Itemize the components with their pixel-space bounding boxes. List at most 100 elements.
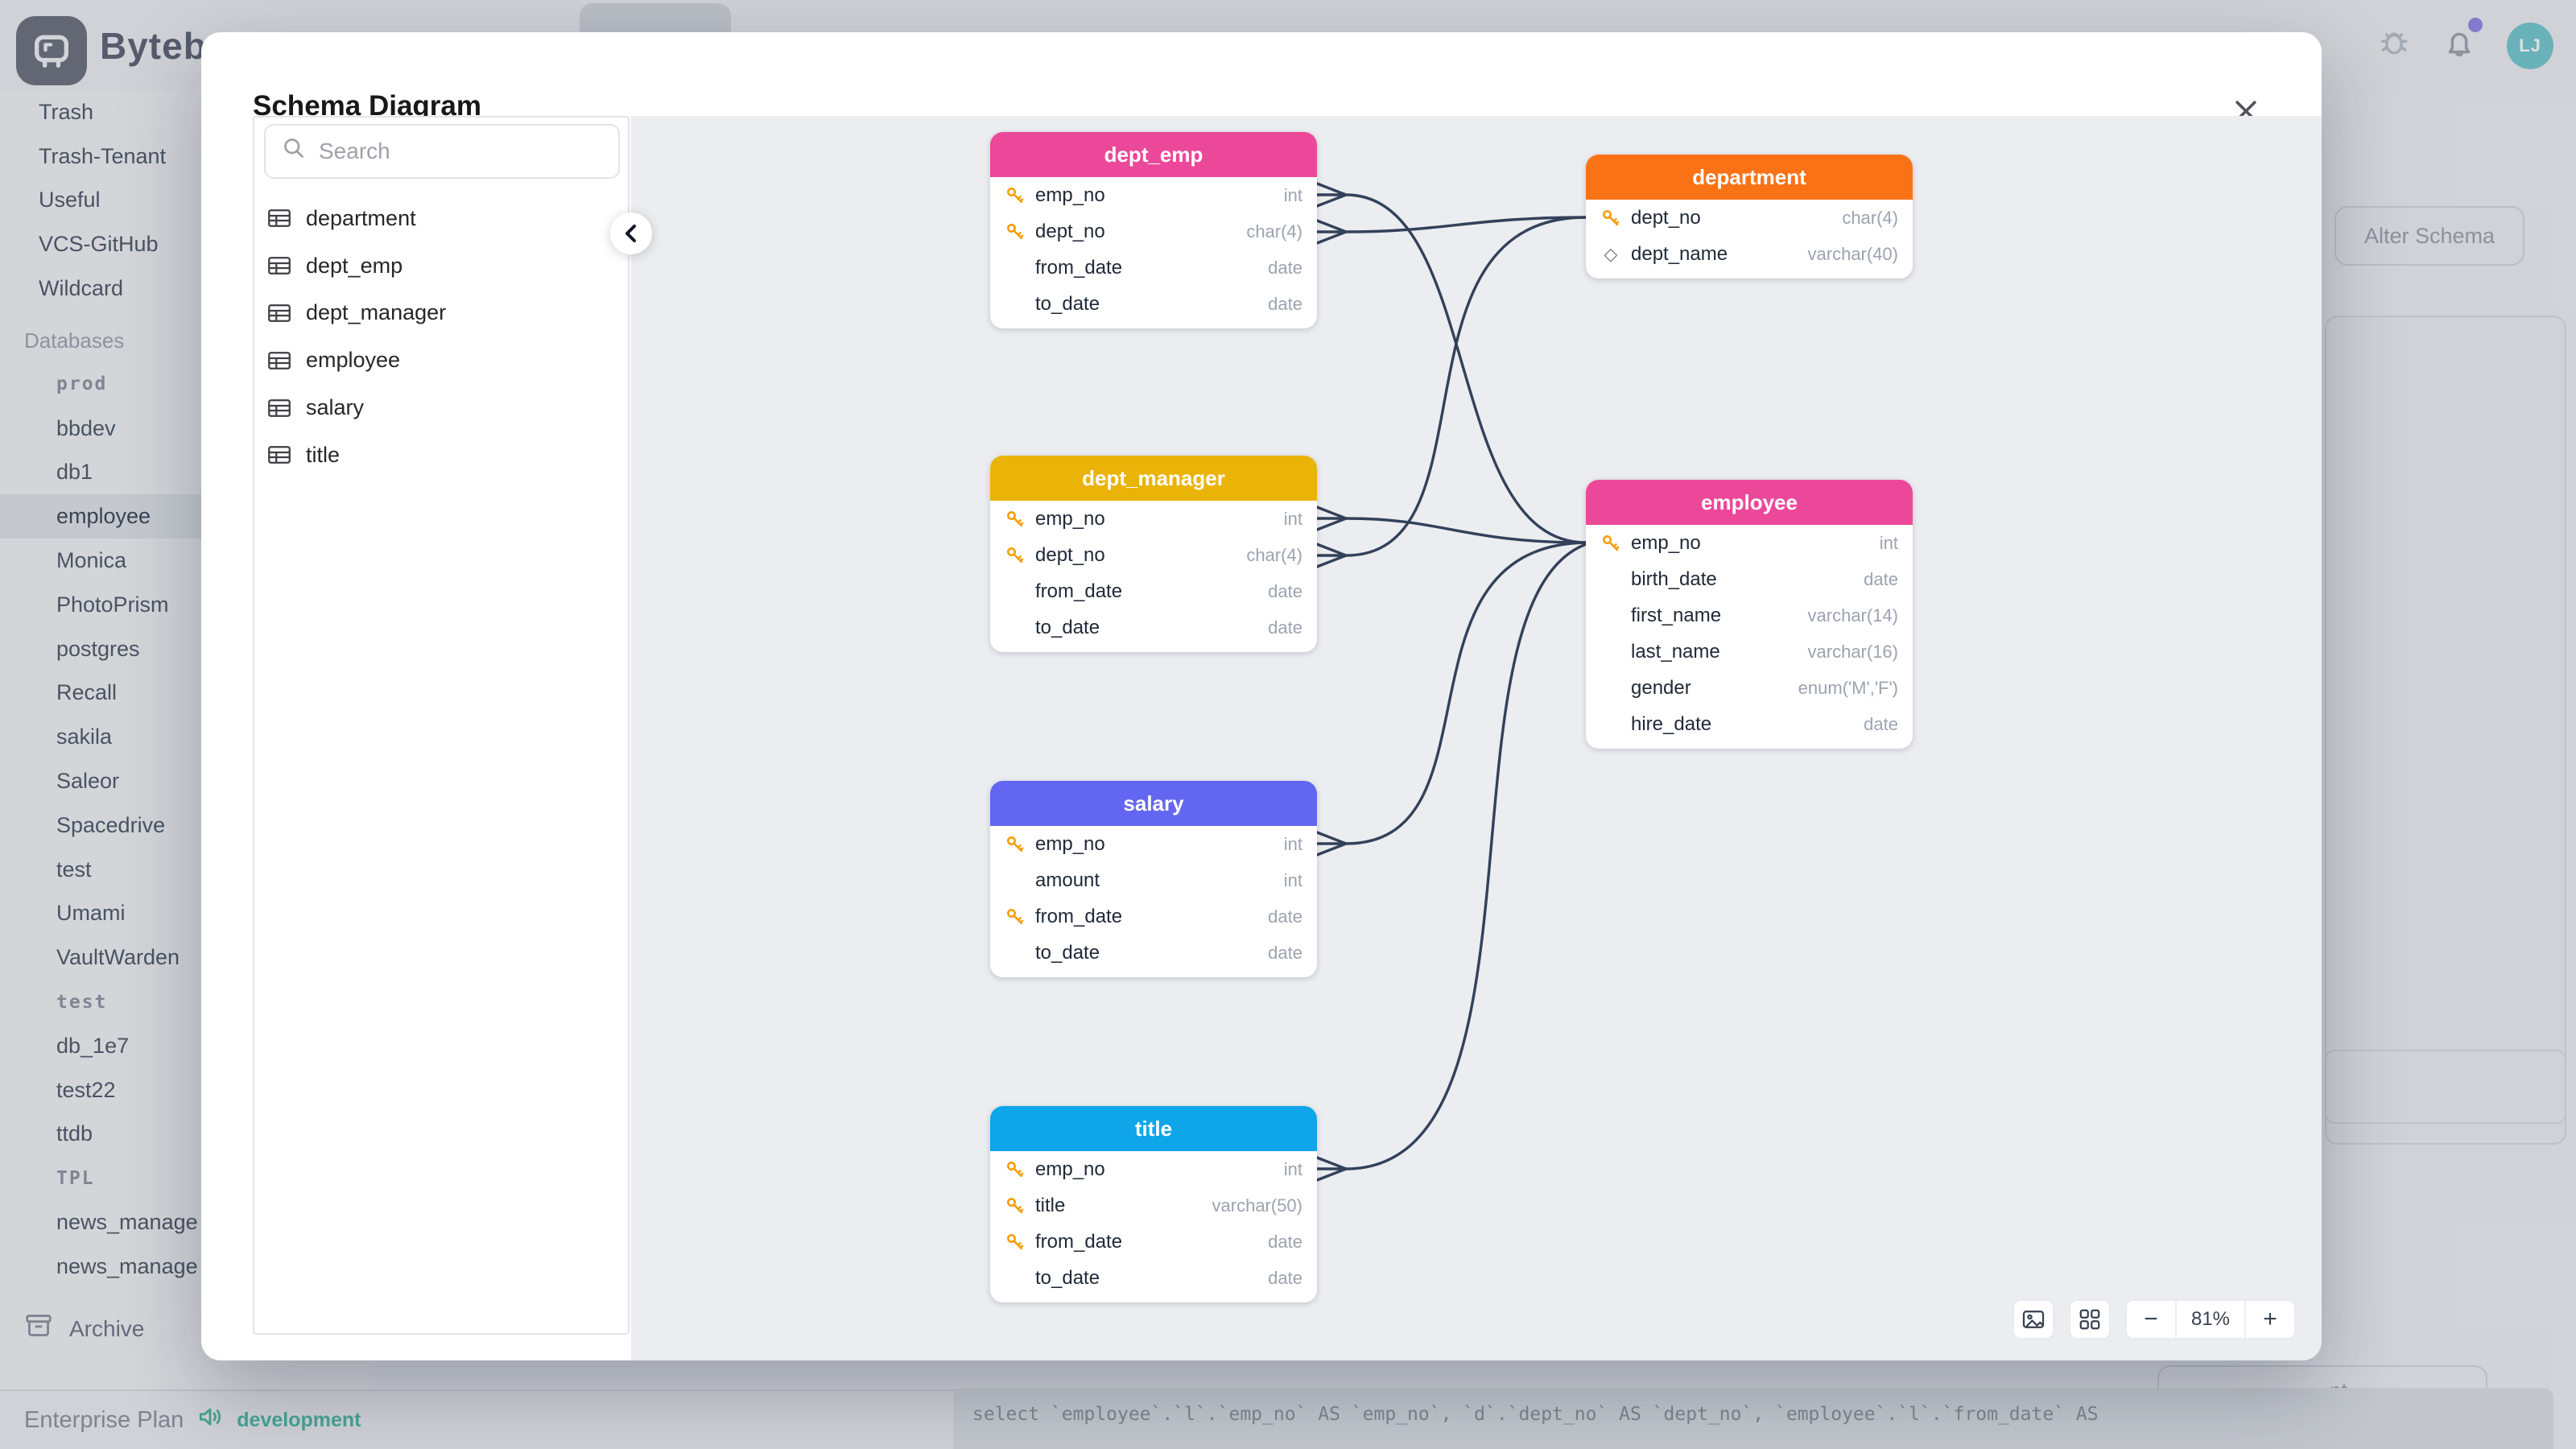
table-list-item-department[interactable]: department [254, 195, 628, 242]
table-column: amount int [990, 862, 1317, 898]
column-name: dept_name [1631, 242, 1728, 265]
column-type: date [1268, 257, 1302, 278]
diagram-table-salary[interactable]: salary emp_no int amount int from_date d… [990, 781, 1317, 977]
sidebar-db-sakila[interactable]: sakila [56, 724, 113, 749]
column-type: date [1864, 713, 1898, 734]
export-image-button[interactable] [2013, 1299, 2054, 1340]
column-name: first_name [1631, 604, 1722, 626]
sidebar-group-prod[interactable]: prod [56, 374, 108, 395]
sidebar-db-news-manage-1[interactable]: news_manage [56, 1210, 198, 1235]
table-header: dept_emp [990, 132, 1317, 177]
zoom-level: 81% [2175, 1301, 2246, 1338]
bug-icon[interactable] [2376, 25, 2412, 67]
primary-key-icon [1600, 208, 1621, 229]
table-list-label: employee [306, 348, 401, 373]
column-type: varchar(50) [1212, 1195, 1302, 1216]
sidebar-item-trash-tenant[interactable]: Trash-Tenant [39, 143, 167, 168]
sidebar-db-spacedrive[interactable]: Spacedrive [56, 812, 166, 837]
sidebar-db-postgres[interactable]: postgres [56, 636, 140, 661]
sidebar-db-monica[interactable]: Monica [56, 548, 127, 573]
sidebar-db-db-1e7[interactable]: db_1e7 [56, 1033, 130, 1058]
sidebar-item-useful[interactable]: Useful [39, 188, 101, 213]
primary-key-icon [1005, 185, 1026, 206]
plan-footer: Enterprise Plan development [0, 1389, 966, 1449]
sidebar-item-archive[interactable]: Archive [0, 1305, 370, 1353]
table-list-panel: department dept_emp dept_manager employe… [253, 116, 630, 1335]
column-name: from_date [1035, 580, 1123, 602]
relationship-edges [1315, 182, 1587, 1182]
zoom-control: − 81% + [2125, 1299, 2296, 1340]
sidebar-item-wildcard[interactable]: Wildcard [39, 276, 124, 301]
background-box [2325, 1050, 2566, 1124]
table-list-item-salary[interactable]: salary [254, 384, 628, 431]
zoom-in-button[interactable]: + [2263, 1306, 2277, 1332]
primary-key-icon [1005, 834, 1026, 855]
sidebar-db-news-manage-2[interactable]: news_manage [56, 1253, 198, 1278]
sql-query-text: select `employee`.`l`.`emp_no` AS `emp_n… [972, 1404, 2099, 1425]
primary-key-icon [1005, 509, 1026, 530]
bytebase-logo-icon[interactable] [16, 16, 87, 85]
column-type: date [1864, 568, 1898, 589]
diagram-table-dept-manager[interactable]: dept_manager emp_no int dept_no char(4) … [990, 456, 1317, 652]
column-type: date [1268, 580, 1302, 601]
table-list-item-dept-emp[interactable]: dept_emp [254, 242, 628, 290]
table-column: title varchar(50) [990, 1187, 1317, 1224]
sql-editor-strip: select `employee`.`l`.`emp_no` AS `emp_n… [953, 1388, 2553, 1449]
sidebar-db-recall[interactable]: Recall [56, 680, 118, 705]
sidebar-item-trash[interactable]: Trash [39, 99, 94, 124]
sidebar-db-bbdev[interactable]: bbdev [56, 415, 116, 440]
table-column: dept_no char(4) [990, 213, 1317, 250]
diagram-table-title[interactable]: title emp_no int title varchar(50) from_… [990, 1106, 1317, 1302]
column-type: int [1283, 508, 1302, 529]
diagram-controls: − 81% + [2013, 1299, 2296, 1340]
sidebar-item-vcs-github[interactable]: VCS-GitHub [39, 232, 159, 257]
sidebar-db-db1[interactable]: db1 [56, 460, 93, 485]
sidebar-db-test[interactable]: test [56, 857, 92, 881]
table-list-label: dept_emp [306, 253, 403, 278]
diagram-table-employee[interactable]: employee emp_no int birth_date date firs… [1586, 480, 1913, 749]
sidebar-group-test[interactable]: test [56, 991, 108, 1013]
column-name: title [1035, 1194, 1066, 1216]
sidebar-db-test22[interactable]: test22 [56, 1077, 116, 1102]
table-column: emp_no int [990, 177, 1317, 213]
notifications-bell-icon[interactable] [2441, 18, 2483, 68]
column-type: enum('M','F') [1798, 677, 1898, 698]
avatar[interactable]: LJ [2507, 23, 2553, 69]
column-name: from_date [1035, 256, 1123, 279]
table-list-item-dept-manager[interactable]: dept_manager [254, 290, 628, 337]
diagram-table-department[interactable]: department dept_no char(4) ◇ dept_name v… [1586, 155, 1913, 279]
column-name: to_date [1035, 941, 1100, 964]
sidebar-db-photoprism[interactable]: PhotoPrism [56, 592, 169, 617]
search-box[interactable] [264, 124, 620, 179]
table-list-label: dept_manager [306, 300, 447, 325]
table-column: from_date date [990, 250, 1317, 286]
column-type: date [1268, 617, 1302, 638]
notification-dot [2468, 18, 2483, 32]
column-name: emp_no [1035, 832, 1105, 855]
diagram-canvas[interactable]: dept_emp emp_no int dept_no char(4) from… [631, 116, 2322, 1360]
column-type: varchar(40) [1807, 243, 1898, 264]
sidebar-db-umami[interactable]: Umami [56, 901, 126, 926]
column-type: int [1283, 869, 1302, 890]
sidebar-db-saleor[interactable]: Saleor [56, 769, 120, 794]
table-column: to_date date [990, 935, 1317, 971]
table-column: to_date date [990, 286, 1317, 322]
auto-layout-button[interactable] [2069, 1299, 2111, 1340]
table-column: gender enum('M','F') [1586, 670, 1913, 706]
alter-schema-button[interactable]: Alter Schema [2334, 206, 2524, 266]
primary-key-icon [1005, 1232, 1026, 1253]
sidebar-db-ttdb[interactable]: ttdb [56, 1121, 93, 1146]
collapse-panel-button[interactable] [610, 213, 652, 254]
sidebar-group-tpl[interactable]: TPL [56, 1167, 95, 1189]
table-list-item-employee[interactable]: employee [254, 336, 628, 384]
column-type: int [1283, 184, 1302, 205]
primary-key-icon [1005, 906, 1026, 927]
unique-index-icon: ◇ [1604, 243, 1618, 264]
sidebar-db-vaultwarden[interactable]: VaultWarden [56, 945, 180, 970]
diagram-table-dept-emp[interactable]: dept_emp emp_no int dept_no char(4) from… [990, 132, 1317, 328]
table-column: to_date date [990, 1260, 1317, 1296]
search-input[interactable] [319, 138, 576, 164]
table-list-item-title[interactable]: title [254, 431, 628, 479]
zoom-out-button[interactable]: − [2144, 1306, 2158, 1332]
